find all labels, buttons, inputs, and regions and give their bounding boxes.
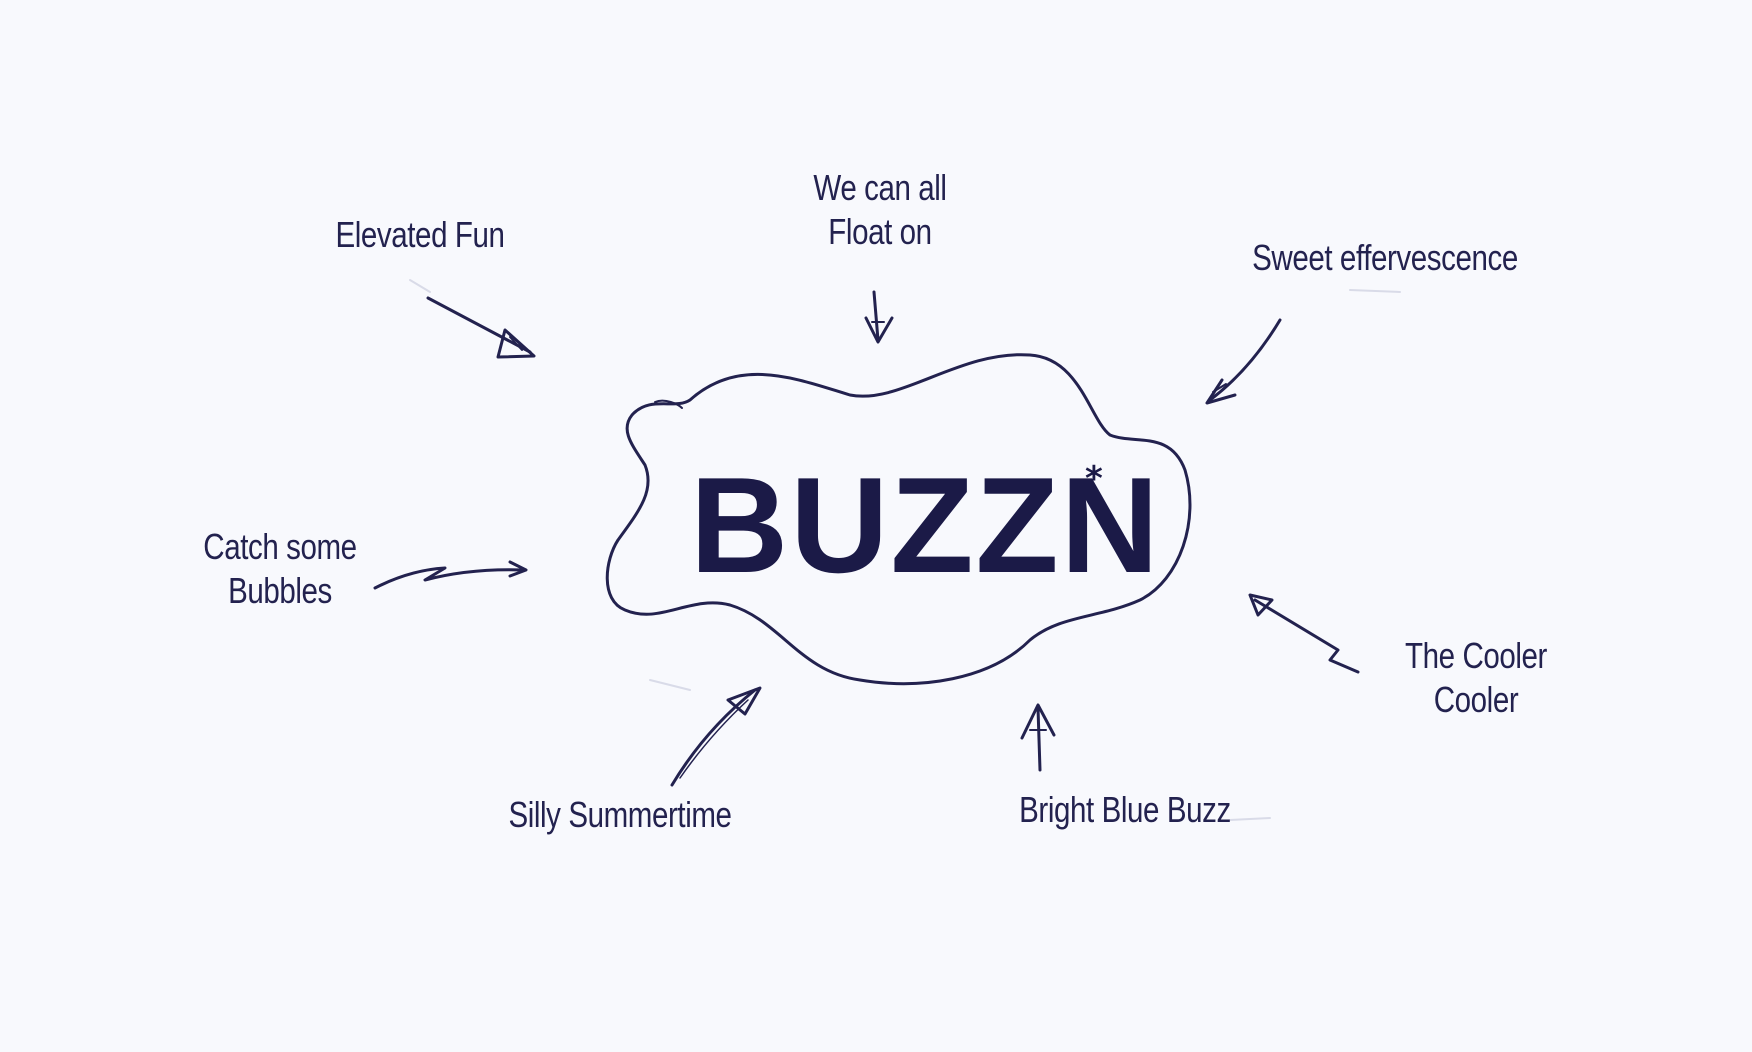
label-bright-blue-buzz: Bright Blue Buzz [1019, 789, 1231, 830]
arrow-cooler [1248, 593, 1360, 674]
arrow-float-on [864, 290, 894, 344]
arrow-bright-blue-buzz [1020, 703, 1056, 772]
label-elevated-fun: Elevated Fun [335, 214, 505, 255]
cloud-outline [605, 353, 1192, 686]
arrow-sweet-effervescence [1205, 318, 1282, 405]
logo-asterisk: * [1085, 459, 1103, 499]
arrow-elevated-fun [426, 296, 536, 359]
arrow-catch-bubbles [373, 560, 528, 590]
smudge-marks [409, 279, 1401, 821]
arrow-silly-summertime [670, 686, 762, 787]
cloud-outline-inner-stroke [654, 399, 683, 409]
label-sweet-effervescence: Sweet effervescence [1252, 237, 1518, 278]
label-float-on: We can all Float on [813, 167, 947, 252]
buzzn-logo: BUZZN [690, 449, 1161, 601]
label-silly-summertime: Silly Summertime [508, 794, 732, 835]
label-cooler: The Cooler Cooler [1405, 635, 1547, 720]
label-catch-bubbles: Catch some Bubbles [203, 526, 357, 611]
